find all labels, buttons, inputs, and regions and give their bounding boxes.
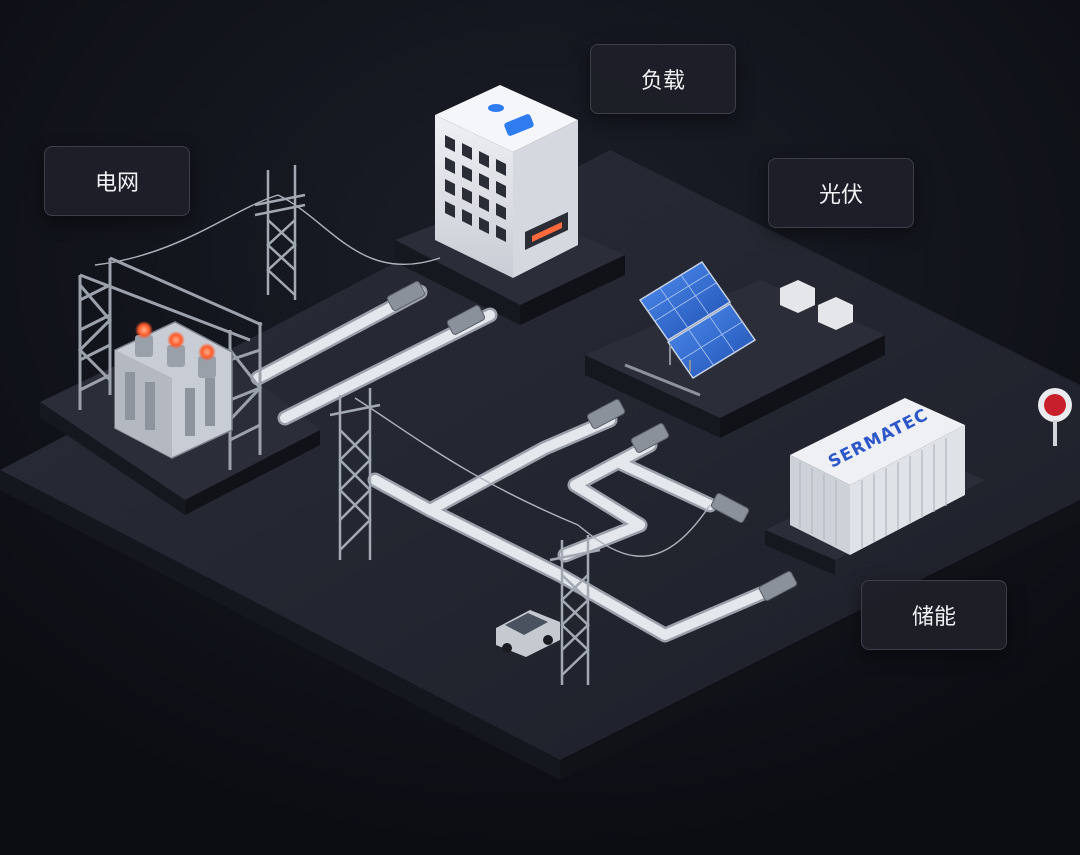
- couplers: [386, 281, 798, 601]
- pv-label: 光伏: [768, 158, 914, 228]
- load-building: [435, 85, 578, 278]
- warning-sign: [1038, 388, 1072, 446]
- substation: [77, 256, 263, 470]
- grid-label: 电网: [44, 146, 190, 216]
- solar-panels: [624, 260, 853, 397]
- building-windows: [445, 135, 506, 242]
- load-label: 负载: [590, 44, 736, 114]
- pv-inverter-boxes: [780, 280, 853, 330]
- power-tower-1: [254, 165, 306, 300]
- power-tower-3: [549, 535, 601, 685]
- power-tower-2: [329, 388, 381, 560]
- storage-label: 储能: [861, 580, 1007, 650]
- electric-car: [496, 610, 560, 657]
